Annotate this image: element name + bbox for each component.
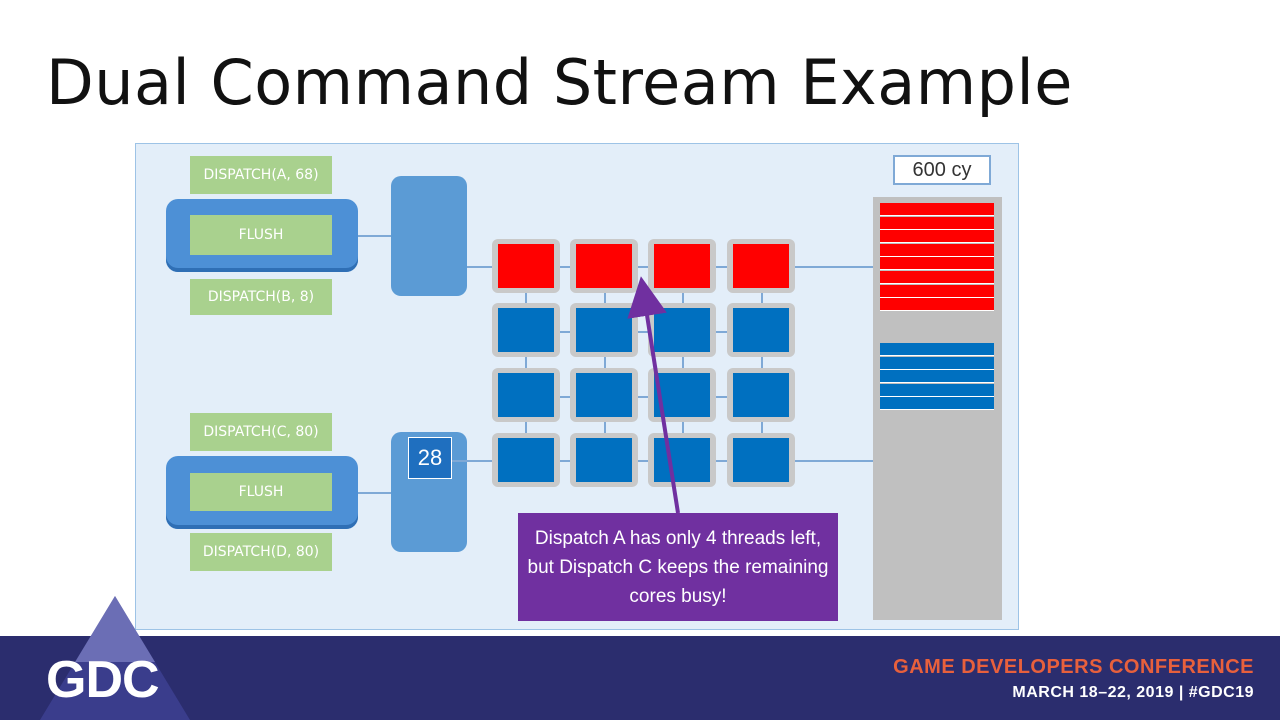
core-cell [492, 303, 560, 357]
connector-queue-row4 [451, 460, 495, 462]
core-slot [733, 308, 789, 352]
cycle-counter: 600 cy [893, 155, 991, 185]
core-cell [727, 368, 795, 422]
core-cell [570, 433, 638, 487]
gdc-triangle-logo [40, 596, 190, 720]
gdc-logo-text: GDC [46, 651, 160, 709]
scheduler-bar-blue [880, 370, 994, 384]
grid-hline-row2 [495, 331, 791, 333]
grid-vline-col3 [682, 266, 684, 460]
queue-block-top [391, 176, 467, 296]
command-dispatch-a: DISPATCH(A, 68) [190, 156, 332, 194]
core-cell [492, 433, 560, 487]
connector-queue-row1 [467, 266, 495, 268]
footer-bar [0, 636, 1280, 720]
core-cell [492, 368, 560, 422]
grid-hline-row3 [495, 396, 791, 398]
core-slot [576, 438, 632, 482]
callout-box: Dispatch A has only 4 threads left, but … [518, 513, 838, 621]
callout-arrow-line [627, 276, 680, 514]
scheduler-bar-red [880, 243, 994, 257]
command-dispatch-c: DISPATCH(C, 80) [190, 413, 332, 451]
core-slot [733, 373, 789, 417]
command-dispatch-d: DISPATCH(D, 80) [190, 533, 332, 571]
core-cell [727, 303, 795, 357]
scheduler-bar-red [880, 230, 994, 244]
scheduler-bar-blue [880, 397, 994, 411]
thread-count-badge: 28 [408, 437, 452, 479]
connector-bottom-flush [358, 492, 392, 494]
core-slot [498, 244, 554, 288]
connector-top-flush [358, 235, 392, 237]
scheduler-bar-red [880, 216, 994, 230]
core-cell [570, 239, 638, 293]
scheduler-bar-red [880, 271, 994, 284]
scheduler-bar-red [880, 257, 994, 271]
grid-vline-col1 [525, 266, 527, 460]
core-cell [570, 303, 638, 357]
core-slot [576, 373, 632, 417]
grid-vline-col4 [761, 266, 763, 460]
core-cell [727, 239, 795, 293]
scheduler-bar-blue [880, 343, 994, 356]
core-cell [570, 368, 638, 422]
conference-dates: MARCH 18–22, 2019 | #GDC19 [1012, 684, 1254, 701]
core-slot [733, 244, 789, 288]
core-cell [648, 433, 716, 487]
core-slot [733, 438, 789, 482]
command-dispatch-b: DISPATCH(B, 8) [190, 279, 332, 315]
core-slot [576, 308, 632, 352]
scheduler-bar-red [880, 203, 994, 216]
scheduler-bar-blue [880, 383, 994, 397]
command-flush-bottom: FLUSH [190, 473, 332, 511]
conference-name: GAME DEVELOPERS CONFERENCE [893, 656, 1254, 678]
core-slot [498, 438, 554, 482]
core-cell [492, 239, 560, 293]
command-flush-top: FLUSH [190, 215, 332, 255]
core-slot [498, 308, 554, 352]
core-slot [654, 438, 710, 482]
core-slot [576, 244, 632, 288]
scheduler-bar-red [880, 298, 994, 312]
grid-vline-col2 [604, 266, 606, 460]
core-cell [727, 433, 795, 487]
scheduler-bar-red [880, 284, 994, 298]
slide-title: Dual Command Stream Example [46, 46, 1073, 119]
core-slot [498, 373, 554, 417]
scheduler-bar-blue [880, 356, 994, 370]
